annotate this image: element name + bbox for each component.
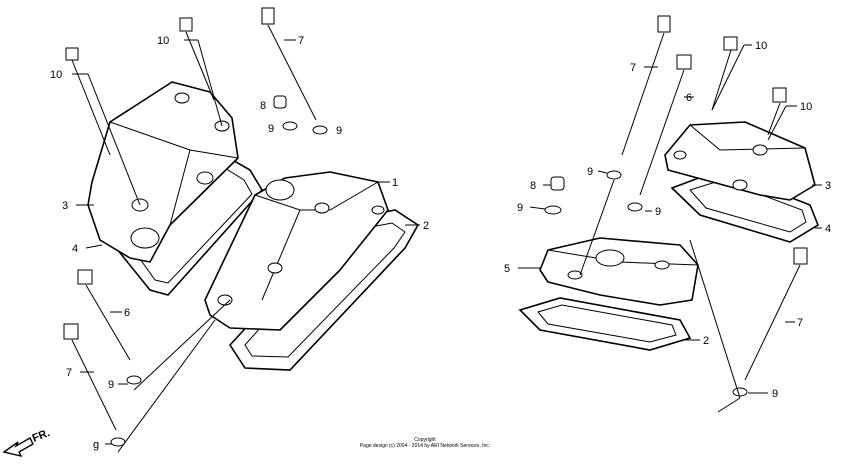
bolt-10-a — [65, 47, 111, 156]
callout-2-right: 2 — [703, 335, 709, 347]
bolt-7-right-bottom — [744, 247, 808, 381]
callout-6-right: 6 — [686, 92, 692, 104]
callout-7-left-top: 7 — [298, 35, 304, 47]
callout-4-right: 4 — [825, 223, 831, 235]
callout-4-left: 4 — [72, 243, 78, 255]
washer-9-right-b — [544, 205, 562, 215]
front-cylinder-head-cover-5 — [539, 237, 699, 306]
callout-10-left-a: 10 — [50, 69, 62, 81]
callout-5: 5 — [504, 263, 510, 275]
right-rear-cylinder-head-cover — [664, 121, 816, 201]
nut-8-left — [273, 95, 287, 109]
callout-10-right-a: 10 — [755, 40, 767, 52]
callout-8-left: 8 — [260, 100, 266, 112]
copyright-line-2: Page design (c) 2004 - 2014 by ARI Netwo… — [359, 443, 491, 449]
washer-9-left-c — [126, 375, 142, 385]
callout-1: 1 — [392, 177, 398, 189]
callout-7-left-bottom: 7 — [66, 367, 72, 379]
front-direction-arrow-icon — [2, 437, 34, 458]
washer-9-right-d — [732, 387, 748, 397]
bolt-6-right — [639, 54, 692, 196]
bolt-10-right-a — [711, 36, 738, 111]
washer-9-right-a — [606, 170, 622, 180]
washer-9-left-b — [312, 125, 328, 135]
callout-2-left: 2 — [423, 220, 429, 232]
callout-10-right-b: 10 — [800, 101, 812, 113]
callout-9-right-b: 9 — [517, 202, 523, 214]
bolt-6-left — [77, 269, 131, 361]
callout-8-right: 8 — [530, 180, 536, 192]
callout-6-left: 6 — [124, 307, 130, 319]
callout-g-left: g — [93, 439, 99, 451]
bolt-10-b — [179, 17, 215, 101]
callout-7-right-bottom: 7 — [797, 317, 803, 329]
callout-9-left-a: 9 — [268, 123, 274, 135]
bolt-7-right-top — [621, 15, 671, 156]
nut-8-right — [550, 176, 565, 191]
bolt-10-right-b — [767, 87, 787, 136]
callout-3-right: 3 — [825, 180, 831, 192]
callout-3-left: 3 — [62, 200, 68, 212]
callout-7-right-top: 7 — [630, 62, 636, 74]
callout-9-right-d: 9 — [772, 388, 778, 400]
washer-9-left-a — [282, 121, 298, 131]
bolt-7-left-top — [261, 7, 317, 121]
callout-9-left-b: 9 — [336, 125, 342, 137]
callout-9-right-a: 9 — [587, 166, 593, 178]
bolt-7-left-bottom — [63, 323, 117, 431]
copyright-line-1: Copyright — [414, 437, 436, 443]
washer-9-right-c — [627, 202, 643, 212]
callout-9-right-c: 9 — [655, 206, 661, 218]
callout-10-left-b: 10 — [157, 35, 169, 47]
callout-9-left-c: 9 — [108, 379, 114, 391]
